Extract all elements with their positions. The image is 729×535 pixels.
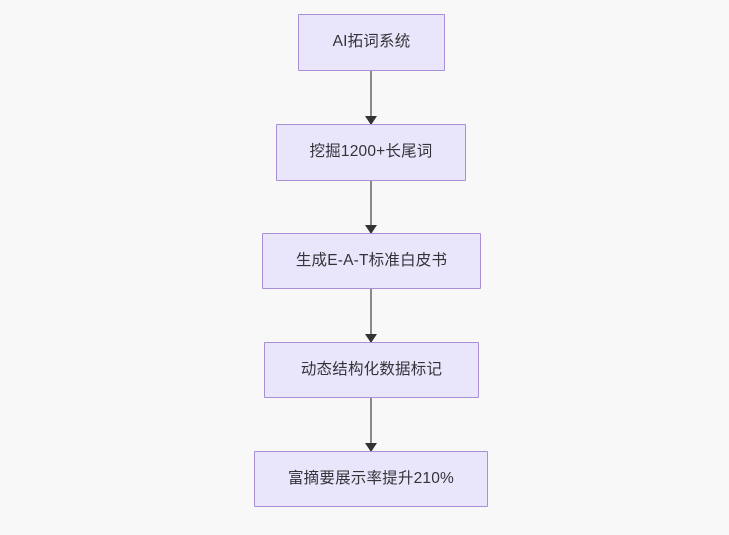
flow-node-label: 挖掘1200+长尾词 — [309, 143, 433, 161]
flow-node-ai-keyword-system[interactable]: AI拓词系统 — [298, 14, 445, 71]
flow-node-label: 动态结构化数据标记 — [300, 360, 443, 378]
flow-node-label: AI拓词系统 — [332, 33, 411, 51]
flow-connector-3 — [365, 289, 377, 343]
flow-connector-1 — [365, 71, 377, 125]
arrow-down-icon — [365, 225, 377, 234]
flow-node-dynamic-structured-data-markup[interactable]: 动态结构化数据标记 — [264, 342, 479, 398]
flow-node-label: 富摘要展示率提升210% — [287, 469, 455, 487]
flow-connector-4 — [365, 398, 377, 452]
flow-node-label: 生成E-A-T标准白皮书 — [295, 251, 448, 269]
flow-node-rich-snippet-impression-uplift[interactable]: 富摘要展示率提升210% — [254, 451, 488, 507]
connector-line — [370, 398, 372, 452]
flow-node-mine-longtail-keywords[interactable]: 挖掘1200+长尾词 — [276, 124, 466, 181]
arrow-down-icon — [365, 443, 377, 452]
arrow-down-icon — [365, 334, 377, 343]
flow-node-generate-eat-whitepaper[interactable]: 生成E-A-T标准白皮书 — [262, 233, 481, 289]
arrow-down-icon — [365, 116, 377, 125]
connector-line — [370, 71, 372, 125]
flow-connector-2 — [365, 181, 377, 234]
connector-line — [370, 181, 372, 234]
connector-line — [370, 289, 372, 343]
